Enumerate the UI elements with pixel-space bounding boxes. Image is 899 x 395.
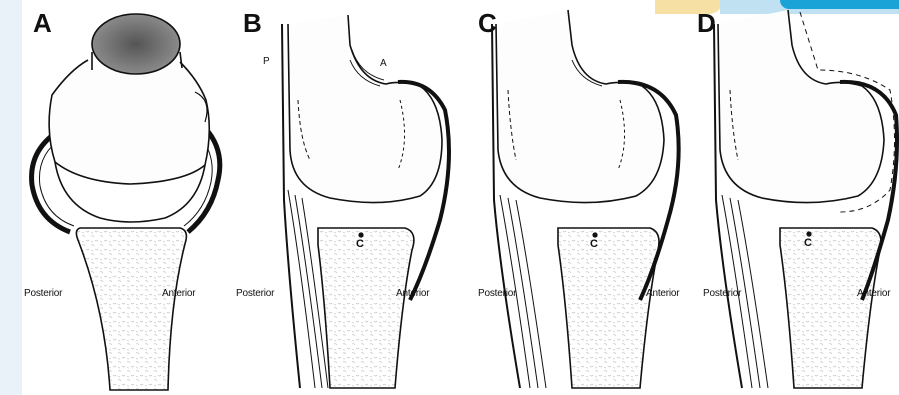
panel-c-femur	[496, 10, 664, 203]
panel-d-femur	[718, 10, 884, 203]
panel-d-c-dot	[806, 231, 811, 236]
panel-c-anterior-label: Anterior	[646, 288, 679, 299]
panel-d-posterior-label: Posterior	[703, 288, 741, 299]
panel-a-letter: A	[33, 8, 52, 39]
panel-a-anterior-label: Anterior	[162, 288, 195, 299]
panel-a-drawing	[32, 14, 220, 390]
panel-d-letter: D	[697, 8, 716, 39]
panel-b-a-marker: A	[380, 58, 387, 69]
panel-b-letter: B	[243, 8, 262, 39]
panel-d-tibia	[780, 228, 881, 388]
panel-b-posterior-label: Posterior	[236, 288, 274, 299]
panel-b-drawing	[282, 15, 449, 388]
panel-c-tibia	[558, 228, 659, 388]
panel-b-c-label: C	[356, 238, 364, 250]
panel-c-drawing	[492, 10, 679, 388]
panel-b-tibia	[318, 228, 414, 388]
panel-a-tibia	[76, 228, 186, 390]
panel-a-posterior-label: Posterior	[24, 288, 62, 299]
panel-b-p-marker: P	[263, 56, 270, 67]
panel-d-anterior-label: Anterior	[857, 288, 890, 299]
panel-b-femur	[288, 15, 442, 203]
panel-d-c-label: C	[804, 237, 812, 249]
panel-b-anterior-label: Anterior	[396, 288, 429, 299]
panel-b-c-dot	[358, 232, 363, 237]
panel-c-c-dot	[592, 232, 597, 237]
panel-c-letter: C	[478, 8, 497, 39]
panel-c-posterior-label: Posterior	[478, 288, 516, 299]
panel-d-drawing	[714, 10, 897, 388]
panel-a-femur	[49, 60, 209, 184]
panel-a-femur-cut	[92, 14, 180, 74]
panel-c-c-label: C	[590, 238, 598, 250]
